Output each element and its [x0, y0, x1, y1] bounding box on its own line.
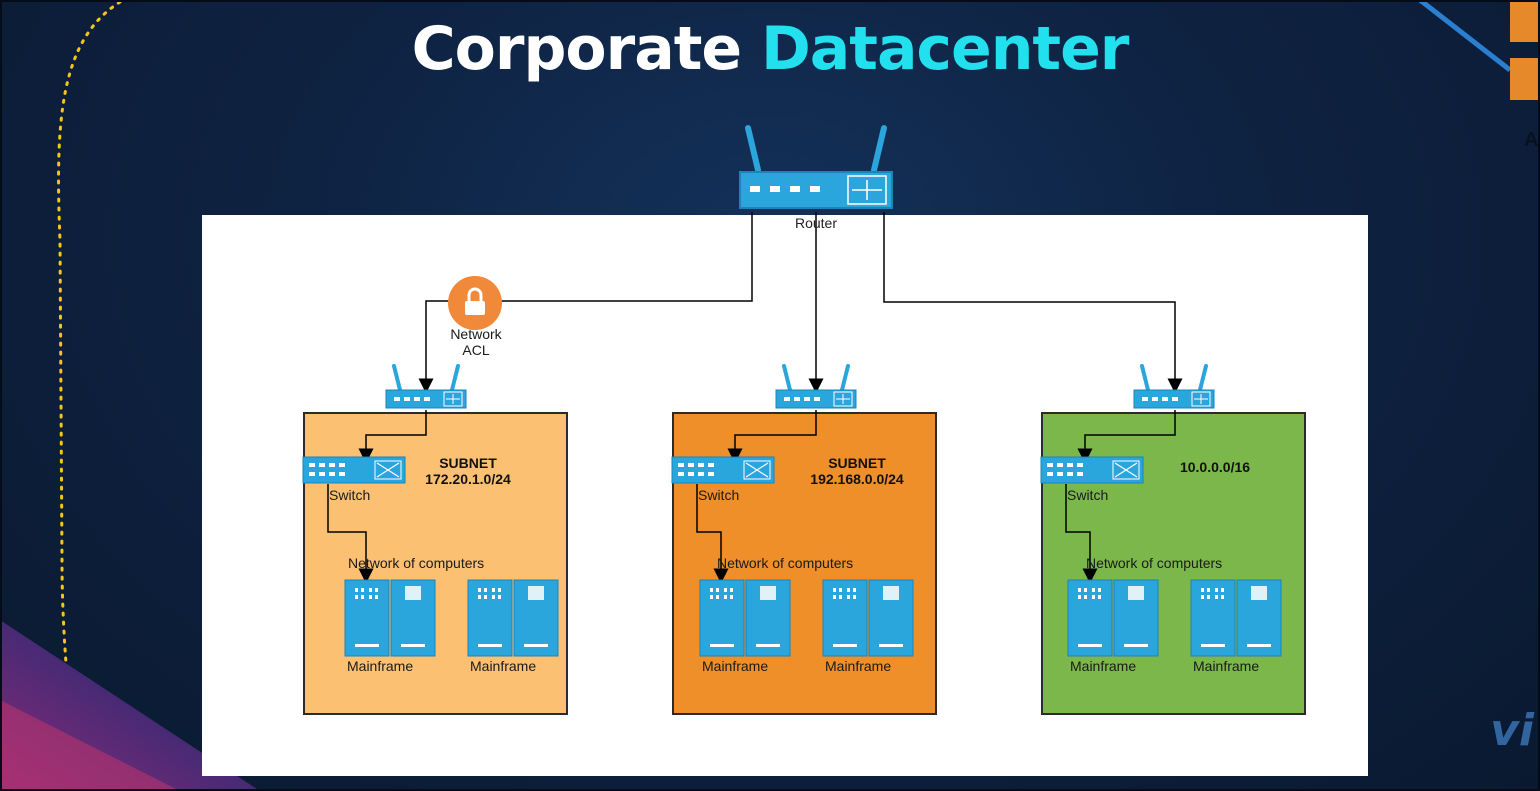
subnet2-cidr: 192.168.0.0/24: [810, 471, 904, 487]
subnet1-switch-label: Switch: [329, 487, 371, 503]
subnet2-mainframe-2-icon: [822, 579, 914, 657]
subnet3-switch-icon: [1040, 456, 1144, 484]
subnet3-network-label: Network of computers: [1086, 555, 1223, 571]
acl-label-line2: ACL: [462, 342, 490, 358]
title-part1: Corporate: [411, 14, 742, 84]
subnet1-switch-icon: [302, 456, 406, 484]
subnet1-cidr: 172.20.1.0/24: [425, 471, 511, 487]
acl-label-line1: Network: [450, 326, 502, 342]
corner-gradient-decoration: [0, 620, 260, 791]
subnet1-mainframe-1-label: Mainframe: [347, 658, 414, 674]
subnet2-network-label: Network of computers: [717, 555, 854, 571]
brand-logo: vi: [1490, 705, 1534, 756]
subnet2-title-line1: SUBNET: [828, 455, 886, 471]
acl-label: Network ACL: [436, 326, 516, 358]
subnet3-title: 10.0.0.0/16: [1160, 459, 1270, 475]
title-part2: Datacenter: [760, 14, 1129, 84]
subnet1-mainframe-2-icon: [467, 579, 559, 657]
subnet3-cidr: 10.0.0.0/16: [1179, 459, 1251, 475]
subnet3-mainframe-1-icon: [1067, 579, 1159, 657]
subnet1-network-label: Network of computers: [348, 555, 485, 571]
router-icon: [739, 125, 893, 209]
subnet2-switch-icon: [671, 456, 775, 484]
subnet2-switch-label: Switch: [698, 487, 740, 503]
lock-icon: [448, 276, 502, 330]
subnet3-mainframe-1-label: Mainframe: [1070, 658, 1137, 674]
subnet3-mainframe-2-label: Mainframe: [1193, 658, 1260, 674]
dotted-arc-decoration: [57, 0, 122, 791]
router-label: Router: [794, 215, 838, 231]
subnet2-mainframe-2-label: Mainframe: [825, 658, 892, 674]
subnet2-mainframe-1-icon: [699, 579, 791, 657]
subnet3-router-icon: [1132, 364, 1216, 410]
wire-router-subnet1: [418, 212, 753, 394]
top-right-decoration: A: [1418, 0, 1540, 150]
partial-label: A: [1524, 129, 1538, 150]
subnet2-title: SUBNET 192.168.0.0/24: [792, 455, 922, 487]
subnet1-title-line1: SUBNET: [439, 455, 497, 471]
subnet1-mainframe-1-icon: [344, 579, 436, 657]
subnet3-mainframe-2-icon: [1190, 579, 1282, 657]
subnet1-title: SUBNET 172.20.1.0/24: [408, 455, 528, 487]
slide-title: Corporate Datacenter: [0, 14, 1540, 84]
subnet2-mainframe-1-label: Mainframe: [702, 658, 769, 674]
subnet1-mainframe-2-label: Mainframe: [470, 658, 537, 674]
subnet3-switch-label: Switch: [1067, 487, 1109, 503]
wire-router-subnet3: [883, 212, 1183, 394]
